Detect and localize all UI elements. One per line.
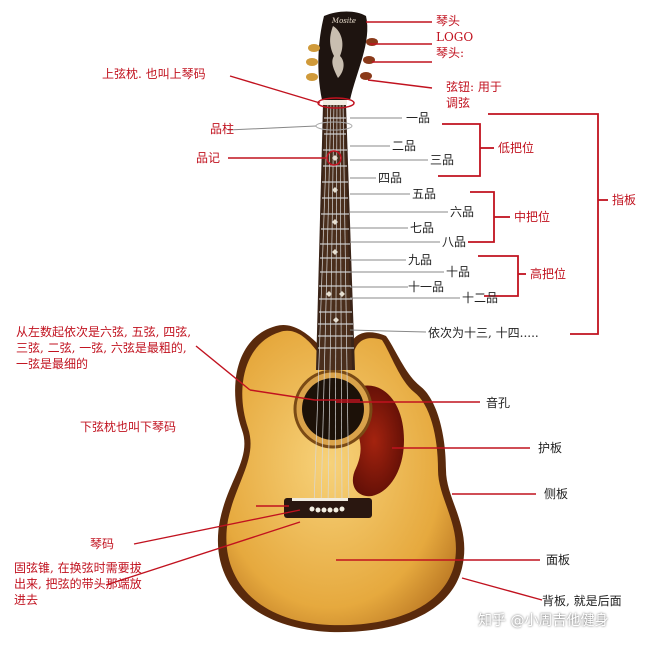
fret-leader-lines	[227, 117, 460, 333]
label-tuners-2: 调弦	[446, 96, 471, 110]
fret-marker-highlight	[326, 150, 342, 166]
label-fret-6: 六品	[450, 205, 475, 219]
guitar-neck	[316, 104, 355, 370]
label-strings-note: 从左数起依次是六弦, 五弦, 四弦, 三弦, 二弦, 一弦, 六弦是最粗的, 一…	[16, 325, 192, 371]
label-logo: LOGO	[436, 30, 474, 44]
label-fret-more: 依次为十三, 十四.....	[428, 326, 539, 340]
strings	[313, 99, 350, 507]
label-fret-9: 九品	[408, 253, 433, 267]
headstock: Mosite	[318, 11, 368, 100]
label-back: 背板, 就是后面	[542, 594, 622, 608]
label-saddle: 下弦枕也叫下琴码	[80, 420, 177, 434]
nut	[323, 100, 347, 105]
label-side: 侧板	[544, 487, 569, 501]
label-tuners: 弦钮: 用于	[446, 80, 502, 94]
label-pickguard: 护板	[538, 441, 563, 455]
label-fret-10: 十品	[446, 265, 471, 279]
label-fingerboard: 指板	[612, 193, 637, 207]
label-fret-7: 七品	[410, 221, 435, 235]
saddle	[292, 498, 348, 501]
label-fret-12: 十二品	[462, 291, 499, 305]
brackets	[438, 113, 608, 335]
label-headstock: 琴头	[436, 14, 461, 28]
label-fret-8: 八品	[442, 235, 467, 249]
label-low-position: 低把位	[498, 141, 535, 155]
watermark: 知乎 @小周吉他健身	[478, 613, 609, 629]
bridge	[284, 498, 372, 518]
leader-lines	[105, 21, 543, 601]
soundhole	[293, 369, 373, 449]
label-fret-5: 五品	[412, 187, 437, 201]
label-fret-3: 三品	[430, 153, 455, 167]
label-headstock-2: 琴头:	[436, 46, 465, 60]
top-panel	[226, 330, 456, 626]
label-mid-position: 中把位	[514, 210, 551, 224]
label-fret-1: 一品	[406, 111, 431, 125]
label-soundhole: 音孔	[486, 396, 511, 410]
label-fret-11: 十一品	[408, 280, 445, 294]
label-high-position: 高把位	[530, 267, 567, 281]
label-top: 面板	[546, 553, 571, 567]
label-fret-4: 四品	[378, 171, 403, 185]
label-fret-marker: 品记	[196, 151, 221, 165]
label-bridge: 琴码	[90, 537, 115, 551]
label-nut: 上弦枕. 也叫上琴码	[102, 67, 206, 81]
label-fret-wire: 品柱	[210, 122, 235, 136]
bridge-pins	[309, 506, 345, 513]
label-fret-2: 二品	[392, 139, 417, 153]
label-bridge-pins: 固弦锥, 在换弦时需要拔出来, 把弦的带头那端放进去	[14, 561, 142, 607]
svg-text:Mosite: Mosite	[331, 17, 356, 25]
